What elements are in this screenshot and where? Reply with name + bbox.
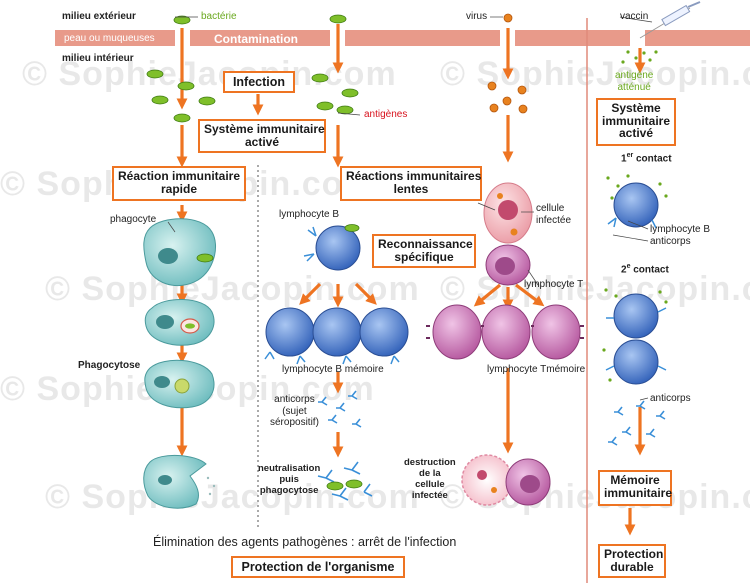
lymphocyte-b-memory-cells — [264, 307, 409, 365]
reactions-line2: lentes — [393, 181, 429, 196]
neutralisation-line1: neutralisation — [258, 463, 321, 474]
anticorps-seropositif-label: anticorps (sujet séropositif) — [270, 394, 319, 429]
phagocyte-cells — [143, 218, 216, 509]
memoire-line2: immunitaire — [604, 485, 673, 500]
cellule-line1: cellule — [536, 203, 565, 214]
systeme-line1: Système immunitaire — [204, 122, 325, 136]
lymphocyte-t-memory-cells — [426, 304, 584, 360]
systeme-right-line3: activé — [618, 126, 654, 141]
cell-destruction — [461, 454, 551, 506]
antigenes-label: antigènes — [364, 109, 408, 120]
reconnaissance-line2: spécifique — [394, 249, 454, 264]
neutralisation-line2: puis — [279, 473, 299, 485]
infection-text: Infection — [232, 75, 286, 89]
vaccin-label: vaccin — [620, 11, 649, 22]
reaction-line2: rapide — [160, 181, 197, 196]
memoire-line1: Mémoire — [610, 473, 660, 487]
antigene-line1: antigène — [615, 70, 654, 81]
reconnaissance-specifique-box: Reconnaissance spécifique — [372, 234, 476, 268]
reaction-line1: Réaction immunitaire — [118, 169, 241, 183]
watermark: © SophieJacopin.com — [22, 55, 397, 93]
virus-group — [487, 13, 528, 114]
milieu-exterieur-label: milieu extérieur — [62, 11, 136, 22]
phagocytose-label: Phagocytose — [78, 360, 141, 371]
lymphocyte-b-right-label: lymphocyte B — [650, 224, 711, 235]
peau-label: peau ou muqueuses — [64, 33, 155, 44]
destruction-line3: cellule — [415, 478, 445, 490]
bacteria-group — [146, 14, 359, 123]
systeme-line2: activé — [244, 134, 280, 149]
watermark: © SophieJacopin.com — [45, 270, 420, 308]
cellule-line2: infectée — [536, 214, 572, 226]
reactions-line1: Réactions immunitaires — [346, 169, 482, 183]
neutralisation-line3: phagocytose — [259, 484, 319, 496]
memory-b-cells-second-contact — [602, 288, 668, 385]
lymphocyte-t-cell — [485, 244, 531, 286]
protection-durable-line1: Protection — [604, 547, 664, 561]
lymphocyte-b-memoire-label: lymphocyte B mémoire — [282, 364, 384, 375]
anticorps-line3: séropositif) — [270, 417, 319, 428]
destruction-line1: destruction — [404, 457, 456, 468]
antibodies-right — [608, 400, 666, 446]
anticorps-line1: anticorps — [274, 394, 315, 405]
infection-box: Infection — [223, 71, 295, 93]
destruction-label: destruction de la cellule infectée — [404, 457, 456, 502]
protection-organisme-box: Protection de l'organisme — [231, 556, 405, 578]
infected-cell — [483, 182, 533, 244]
virus-label: virus — [466, 11, 488, 22]
antigene-line2: atténué — [617, 81, 651, 93]
anticorps-right-label: anticorps — [650, 236, 691, 247]
systeme-right-line1: Système — [611, 101, 661, 115]
systeme-immunitaire-box: Système immunitaire activé — [198, 119, 326, 153]
memoire-immunitaire-box: Mémoire immunitaire — [598, 470, 672, 506]
antibodies-free — [318, 390, 362, 428]
elimination-label: Élimination des agents pathogènes : arrê… — [153, 535, 457, 549]
anticorps-right-2-label: anticorps — [650, 393, 691, 404]
first-contact-label: 1er contact — [621, 152, 672, 165]
lymphocyte-b-cell — [303, 224, 361, 271]
second-contact-number: 2 — [621, 264, 627, 276]
systeme-right-line2: immunitaire — [602, 113, 671, 128]
protection-durable-box: Protection durable — [598, 544, 666, 578]
attenuated-antigen-dots — [621, 50, 658, 64]
phagocyte-label: phagocyte — [110, 214, 157, 225]
lymphocyte-t-memoire-label: lymphocyte Tmémoire — [487, 364, 586, 375]
protection-durable-line2: durable — [610, 559, 654, 574]
protection-organisme-text: Protection de l'organisme — [241, 560, 395, 574]
skin-band — [55, 30, 750, 46]
destruction-line2: de la — [419, 467, 441, 479]
vaccine-syringe — [639, 1, 701, 39]
cellule-infectee-label: cellule infectée — [536, 203, 571, 226]
neutralisation-complex — [317, 461, 373, 501]
second-contact-sup: e — [626, 263, 631, 270]
milieu-interieur-label: milieu intérieur — [62, 53, 134, 64]
reaction-rapide-box: Réaction immunitaire rapide — [112, 166, 246, 201]
lymphocyte-b-label: lymphocyte B — [279, 209, 340, 220]
antigene-attenue-label: antigène atténué — [615, 70, 653, 93]
flow-arrows — [176, 24, 646, 536]
neutralisation-label: neutralisation puis phagocytose — [258, 463, 321, 497]
lymphocyte-t-label: lymphocyte T — [524, 279, 584, 290]
reconnaissance-line1: Reconnaissance — [378, 237, 473, 251]
systeme-immunitaire-right-box: Système immunitaire activé — [596, 98, 676, 146]
contamination-label: Contamination — [214, 32, 298, 46]
bacterie-label: bactérie — [201, 11, 237, 22]
second-contact-text: contact — [630, 264, 669, 276]
pointer-lines — [167, 16, 653, 401]
first-contact-text: contact — [633, 153, 672, 165]
first-contact-sup: er — [626, 152, 634, 159]
memory-b-cell-first-contact — [606, 174, 668, 229]
first-contact-number: 1 — [621, 153, 627, 165]
reactions-lentes-box: Réactions immunitaires lentes — [340, 166, 482, 201]
anticorps-line2: (sujet — [282, 405, 307, 417]
destruction-line4: infectée — [411, 489, 448, 501]
second-contact-label: 2e contact — [621, 263, 669, 276]
